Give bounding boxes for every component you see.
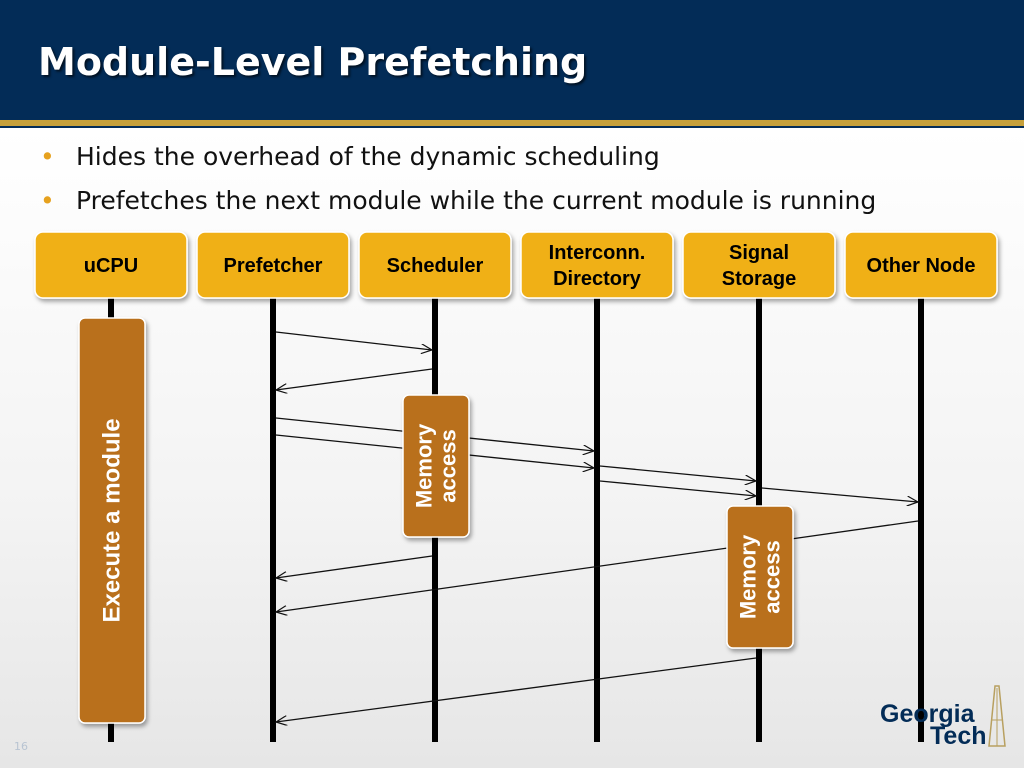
participant-box [358,231,512,299]
georgia-tech-logo: Georgia Tech [878,680,1018,760]
message-arrow-interconn-to-signal [599,465,756,481]
activation-execute: Execute a module [78,317,146,724]
message-arrow-interconn-to-signal [599,480,756,496]
slide-title: Module-Level Prefetching [38,40,588,84]
participant-box [196,231,350,299]
activation-block [78,317,146,724]
gold-divider [0,120,1024,126]
participant-box [682,231,836,299]
bullet-item: • Prefetches the next module while the cu… [40,186,876,218]
slide-number: 16 [14,740,28,753]
participant-box [844,231,998,299]
participant-box [34,231,188,299]
activation-label: Memory [412,423,437,508]
bullet-text: Prefetches the next module while the cur… [76,186,877,215]
participant-label: Prefetcher [224,255,323,277]
message-arrow-other-to-prefetcher [276,520,919,612]
participant-ucpu: uCPU [34,231,188,299]
bullet-text: Hides the overhead of the dynamic schedu… [76,142,660,171]
bullet-item: • Hides the overhead of the dynamic sched… [40,142,660,174]
activation-label: access [760,540,785,613]
navy-divider [0,126,1024,128]
message-arrow-signal-to-other [761,487,918,502]
message-arrow-prefetcher-to-scheduler [275,331,432,350]
logo-word-tech: Tech [930,722,987,750]
activation-label: Execute a module [99,418,126,622]
participant-label: Other Node [867,255,976,277]
participant-prefetcher: Prefetcher [196,231,350,299]
logo-word-georgia: Georgia [880,700,975,728]
message-arrow-signal-to-prefetcher [276,657,757,722]
title-bar [0,0,1024,120]
participant-label: Signal [729,242,789,264]
message-arrow-scheduler-to-prefetcher [276,368,433,390]
participant-label: Storage [722,268,796,290]
participant-scheduler: Scheduler [358,231,512,299]
participant-label: Directory [553,268,642,290]
bullet-dot-icon: • [40,142,55,171]
participant-label: Interconn. [549,242,646,264]
participant-label: Scheduler [387,255,484,277]
activation-block [402,394,470,538]
message-arrow-scheduler-to-prefetcher [276,555,433,578]
bullet-dot-icon: • [40,186,55,215]
participant-box [520,231,674,299]
activation-label: access [436,429,461,502]
tower-icon [988,685,1006,747]
participant-interconn: Interconn. Directory [520,231,674,299]
participant-other: Other Node [844,231,998,299]
activation-block [726,505,794,649]
activation-label: Memory [736,534,761,619]
participant-label: uCPU [84,255,138,277]
